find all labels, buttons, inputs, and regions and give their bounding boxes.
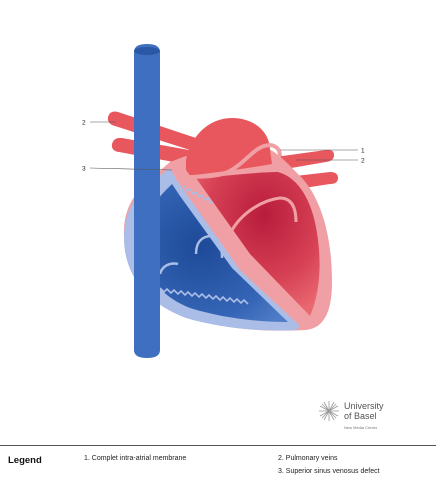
tricuspid-leaflet — [158, 262, 179, 275]
callout-label-2-left: 2 — [82, 120, 86, 127]
mitral-valve — [226, 196, 298, 239]
legend-divider — [0, 445, 436, 446]
intra-atrial-membrane — [175, 143, 282, 180]
heart-diagram: 2 3 1 2 — [82, 44, 365, 358]
callout-label-2-right: 2 — [361, 158, 365, 165]
callout-lines — [89, 121, 358, 171]
vena-cava — [134, 44, 160, 358]
legend-item-pulmonary-veins: 2. Pulmonary veins — [278, 455, 338, 462]
legend-item-membrane: 1. Complet intra-atrial membrane — [84, 455, 187, 462]
tricuspid-valve — [194, 234, 224, 259]
vena-cava-opening — [134, 47, 160, 55]
callout-label-3: 3 — [82, 166, 86, 173]
university-name-line2: of Basel — [344, 410, 377, 421]
university-seal-icon — [319, 401, 339, 421]
left-atrium — [186, 118, 272, 176]
legend-title: Legend — [8, 455, 42, 466]
university-name: University of Basel — [344, 401, 424, 421]
university-logo: University of Basel New Media Center — [318, 398, 428, 436]
right-ventricle-trabeculae — [159, 287, 249, 305]
left-ventricle — [196, 172, 320, 316]
interventricular-septum — [176, 170, 312, 326]
right-ventricle — [142, 184, 288, 322]
legend-item-sinus-venosus-defect: 3. Superior sinus venosus defect — [278, 468, 380, 475]
university-name-line1: University — [344, 401, 384, 411]
callout-label-1: 1 — [361, 148, 365, 155]
university-department: New Media Center — [344, 425, 378, 430]
